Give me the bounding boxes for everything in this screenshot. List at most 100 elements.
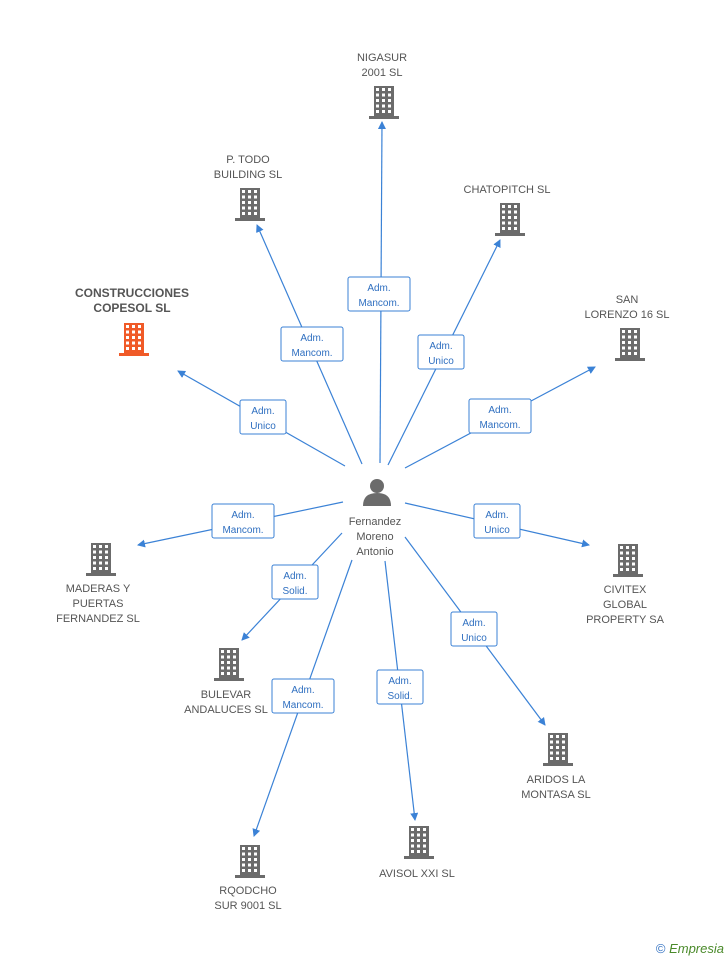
edges-layer: [137, 121, 596, 837]
building-icon: [543, 733, 573, 766]
role-label-line-1: Adm.: [291, 685, 314, 696]
company-node-civitex[interactable]: CIVITEX GLOBAL PROPERTY SA: [586, 544, 665, 626]
company-name-line-2: SUR 9001 SL: [214, 900, 281, 912]
role-label-line-1: Adm.: [231, 510, 254, 521]
role-label-line-1: Adm.: [300, 333, 323, 344]
company-name-line-1: CONSTRUCCIONES: [75, 286, 189, 300]
company-name-line-1: CHATOPITCH SL: [464, 184, 551, 196]
role-label-line-2: Mancom.: [479, 420, 520, 431]
company-name-line-2: 2001 SL: [362, 67, 403, 79]
copyright-icon: ©: [655, 941, 666, 956]
company-node-ptodo[interactable]: P. TODO BUILDING SL: [214, 154, 282, 221]
company-node-sanlorenzo[interactable]: SAN LORENZO 16 SL: [585, 294, 670, 361]
role-box-avisol[interactable]: Adm. Solid.: [376, 669, 424, 705]
company-name-line-1: AVISOL XXI SL: [379, 868, 455, 880]
person-name-line-1: Fernandez: [349, 516, 402, 528]
role-label-line-2: Mancom.: [282, 700, 323, 711]
roles-layer: Adm.Mancom.Adm.Mancom.Adm.UnicoAdm.Unico…: [211, 276, 532, 714]
role-box-frame: [271, 564, 319, 600]
building-icon: [235, 845, 265, 878]
company-name-line-2: LORENZO 16 SL: [585, 309, 670, 321]
role-label-line-2: Mancom.: [222, 525, 263, 536]
company-name-line-2: ANDALUCES SL: [184, 704, 268, 716]
company-name-line-2: PUERTAS: [73, 598, 124, 610]
building-icon: [404, 826, 434, 859]
building-icon: [613, 544, 643, 577]
footer-brand: © Empresia: [656, 941, 724, 956]
role-label-line-2: Solid.: [282, 586, 307, 597]
company-name-line-3: FERNANDEZ SL: [56, 613, 140, 625]
role-box-maderas[interactable]: Adm. Mancom.: [211, 503, 275, 539]
role-box-nigasur[interactable]: Adm. Mancom.: [347, 276, 411, 312]
person-icon: [363, 479, 391, 506]
company-name-line-3: PROPERTY SA: [586, 614, 665, 626]
role-label-line-2: Solid.: [387, 691, 412, 702]
role-box-frame: [468, 398, 532, 434]
company-name-line-2: GLOBAL: [603, 599, 647, 611]
company-name-line-2: BUILDING SL: [214, 169, 282, 181]
role-label-line-2: Unico: [484, 525, 510, 536]
building-icon: [495, 203, 525, 236]
role-label-line-2: Unico: [461, 633, 487, 644]
company-name-line-1: MADERAS Y: [66, 583, 131, 595]
company-node-maderas[interactable]: MADERAS Y PUERTAS FERNANDEZ SL: [56, 543, 140, 625]
role-label-line-1: Adm.: [485, 510, 508, 521]
company-node-chatopitch[interactable]: CHATOPITCH SL: [464, 184, 551, 236]
company-name-line-2: COPESOL SL: [93, 301, 170, 315]
center-person-node[interactable]: Fernandez Moreno Antonio: [349, 479, 402, 558]
company-node-bulevar[interactable]: BULEVAR ANDALUCES SL: [184, 648, 268, 716]
company-node-avisol[interactable]: AVISOL XXI SL: [379, 826, 455, 880]
role-box-frame: [271, 678, 335, 714]
role-box-frame: [376, 669, 424, 705]
person-name-line-2: Moreno: [356, 531, 393, 543]
role-label-line-1: Adm.: [462, 618, 485, 629]
nodes-layer: NIGASUR 2001 SL P. TODO BUILDING SL CHATOPIT…: [56, 52, 669, 912]
role-label-line-2: Unico: [428, 356, 454, 367]
role-box-frame: [211, 503, 275, 539]
company-node-rqodcho[interactable]: RQODCHO SUR 9001 SL: [214, 845, 282, 912]
role-label-line-1: Adm.: [367, 283, 390, 294]
role-label-line-1: Adm.: [388, 676, 411, 687]
role-box-frame: [239, 399, 287, 435]
role-box-frame: [473, 503, 521, 539]
role-box-aridos[interactable]: Adm. Unico: [450, 611, 498, 647]
building-icon: [119, 323, 149, 356]
role-box-copesol[interactable]: Adm. Unico: [239, 399, 287, 435]
building-icon: [615, 328, 645, 361]
company-node-aridos[interactable]: ARIDOS LA MONTASA SL: [521, 733, 591, 801]
role-box-bulevar[interactable]: Adm. Solid.: [271, 564, 319, 600]
role-box-sanlorenzo[interactable]: Adm. Mancom.: [468, 398, 532, 434]
building-icon: [369, 86, 399, 119]
role-label-line-1: Adm.: [429, 341, 452, 352]
company-name-line-1: NIGASUR: [357, 52, 407, 64]
company-name-line-1: CIVITEX: [604, 584, 647, 596]
role-box-frame: [280, 326, 344, 362]
role-box-frame: [417, 334, 465, 370]
brand-name[interactable]: Empresia: [669, 941, 724, 956]
role-box-chatopitch[interactable]: Adm. Unico: [417, 334, 465, 370]
role-label-line-2: Mancom.: [291, 348, 332, 359]
role-box-frame: [347, 276, 411, 312]
company-name-line-1: RQODCHO: [219, 885, 277, 897]
company-name-line-1: ARIDOS LA: [527, 774, 586, 786]
role-box-rqodcho[interactable]: Adm. Mancom.: [271, 678, 335, 714]
building-icon: [86, 543, 116, 576]
person-name-line-3: Antonio: [356, 546, 393, 558]
company-name-line-2: MONTASA SL: [521, 789, 590, 801]
role-label-line-1: Adm.: [251, 406, 274, 417]
company-name-line-1: P. TODO: [226, 154, 270, 166]
role-box-frame: [450, 611, 498, 647]
role-box-ptodo[interactable]: Adm. Mancom.: [280, 326, 344, 362]
building-icon: [214, 648, 244, 681]
company-node-nigasur[interactable]: NIGASUR 2001 SL: [357, 52, 407, 119]
role-label-line-2: Unico: [250, 421, 276, 432]
company-name-line-1: SAN: [616, 294, 639, 306]
role-label-line-1: Adm.: [283, 571, 306, 582]
role-box-civitex[interactable]: Adm. Unico: [473, 503, 521, 539]
role-label-line-2: Mancom.: [358, 298, 399, 309]
building-icon: [235, 188, 265, 221]
company-name-line-1: BULEVAR: [201, 689, 252, 701]
role-label-line-1: Adm.: [488, 405, 511, 416]
